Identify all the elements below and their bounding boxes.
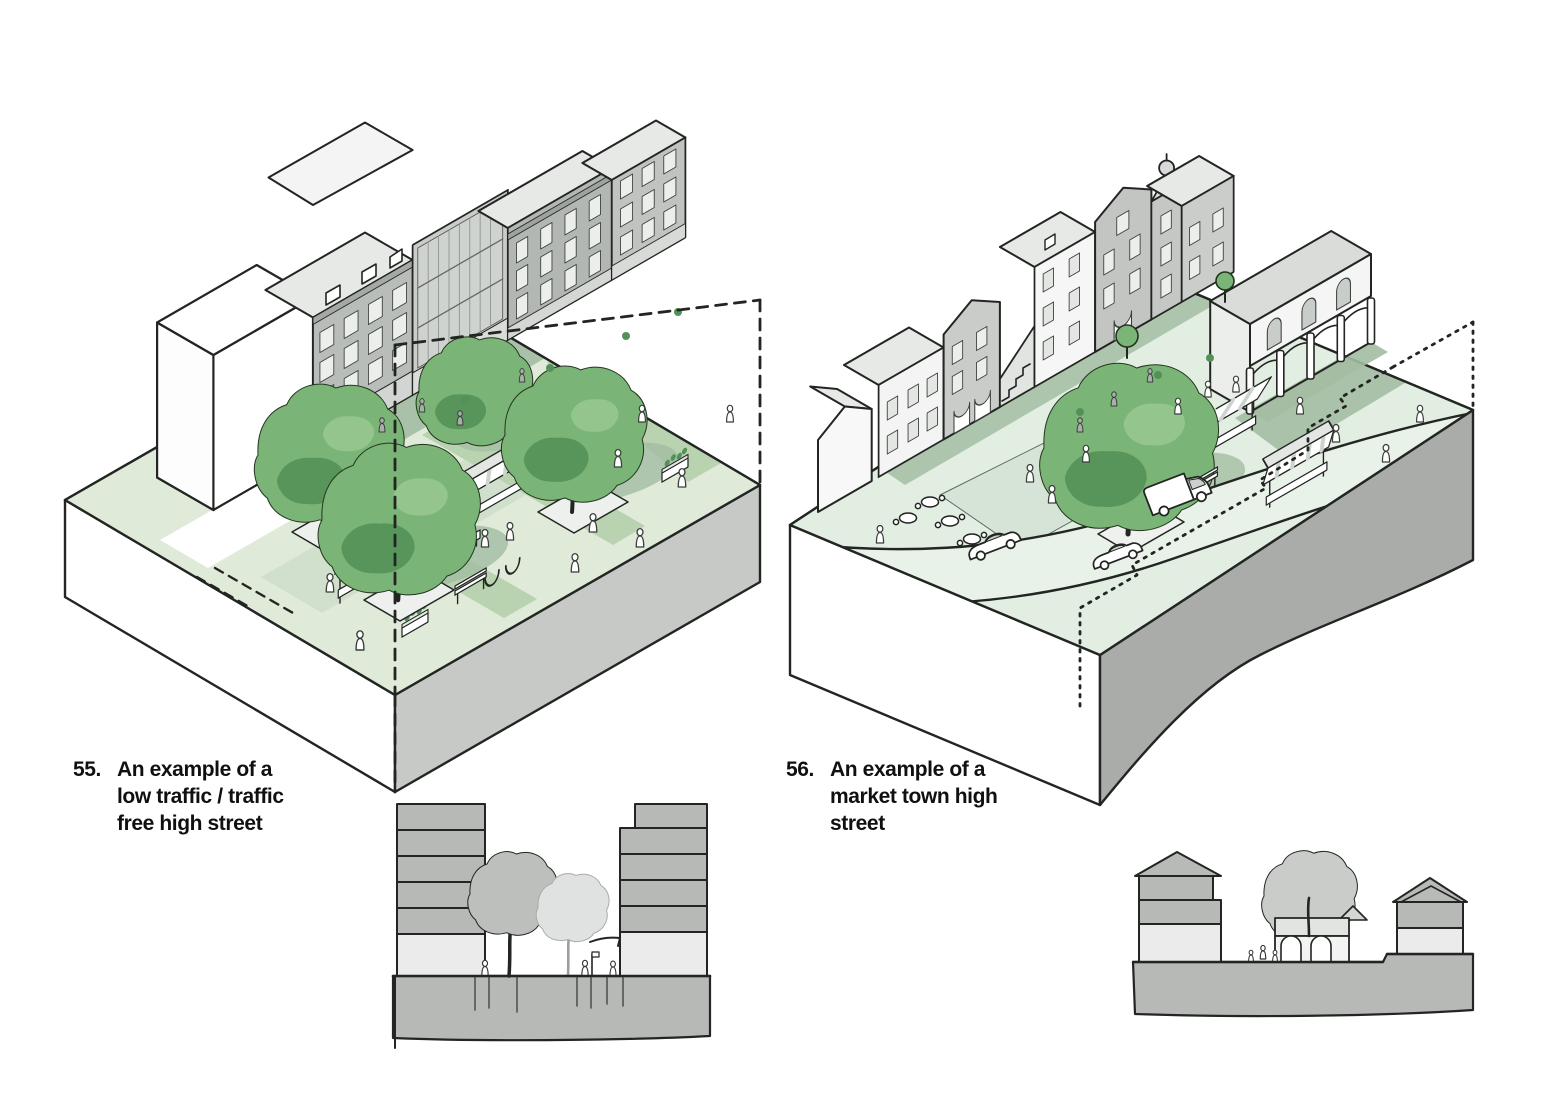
bike-racks bbox=[484, 556, 521, 587]
street-section-market-town bbox=[1131, 840, 1475, 1018]
car bbox=[968, 531, 1022, 561]
figure-56-caption: 56. An example of a market town high str… bbox=[786, 756, 1016, 837]
market-stall bbox=[1262, 420, 1335, 508]
terrace-building-3 bbox=[477, 150, 613, 342]
car bbox=[1092, 542, 1144, 571]
section-building-right bbox=[1392, 877, 1468, 955]
awning-arm bbox=[589, 936, 621, 947]
market-hall bbox=[1209, 230, 1388, 422]
section-people bbox=[481, 951, 617, 977]
section-building-left bbox=[396, 803, 486, 977]
section-tree-light bbox=[536, 874, 609, 978]
ground-hatch bbox=[474, 975, 624, 1013]
street-tree bbox=[501, 366, 647, 533]
figure-55-caption: 55. An example of a low traffic / traffi… bbox=[73, 756, 303, 837]
section-building-right bbox=[619, 803, 708, 977]
isometric-market-town-high-street bbox=[788, 153, 1475, 807]
section-cut-dashed-lines bbox=[393, 298, 762, 794]
street-section-low-traffic bbox=[391, 803, 712, 1049]
town-buildings bbox=[809, 153, 1235, 513]
section-market-hall bbox=[1262, 851, 1367, 962]
van bbox=[1143, 472, 1213, 517]
figure-55-caption-text: An example of a low traffic / traffic fr… bbox=[117, 758, 284, 835]
ground-mass bbox=[391, 974, 712, 1042]
shrubs bbox=[461, 308, 682, 404]
figure-55-number: 55. bbox=[73, 758, 101, 781]
planter bbox=[661, 447, 689, 483]
street-tree bbox=[318, 443, 480, 621]
bench bbox=[454, 567, 487, 605]
section-building-left bbox=[1134, 851, 1222, 963]
figure-56-caption-text: An example of a market town high street bbox=[830, 758, 998, 835]
isometric-low-traffic-high-street bbox=[63, 119, 762, 794]
section-people bbox=[1248, 944, 1278, 963]
section-cut-dotted-lines bbox=[1078, 320, 1475, 714]
terrace-building-4 bbox=[581, 119, 687, 282]
small-trees bbox=[1076, 271, 1235, 416]
ground-mass bbox=[1131, 952, 1475, 1018]
section-tree-dark bbox=[468, 852, 557, 978]
figure-56-number: 56. bbox=[786, 758, 814, 781]
cafe-tables bbox=[892, 494, 988, 547]
